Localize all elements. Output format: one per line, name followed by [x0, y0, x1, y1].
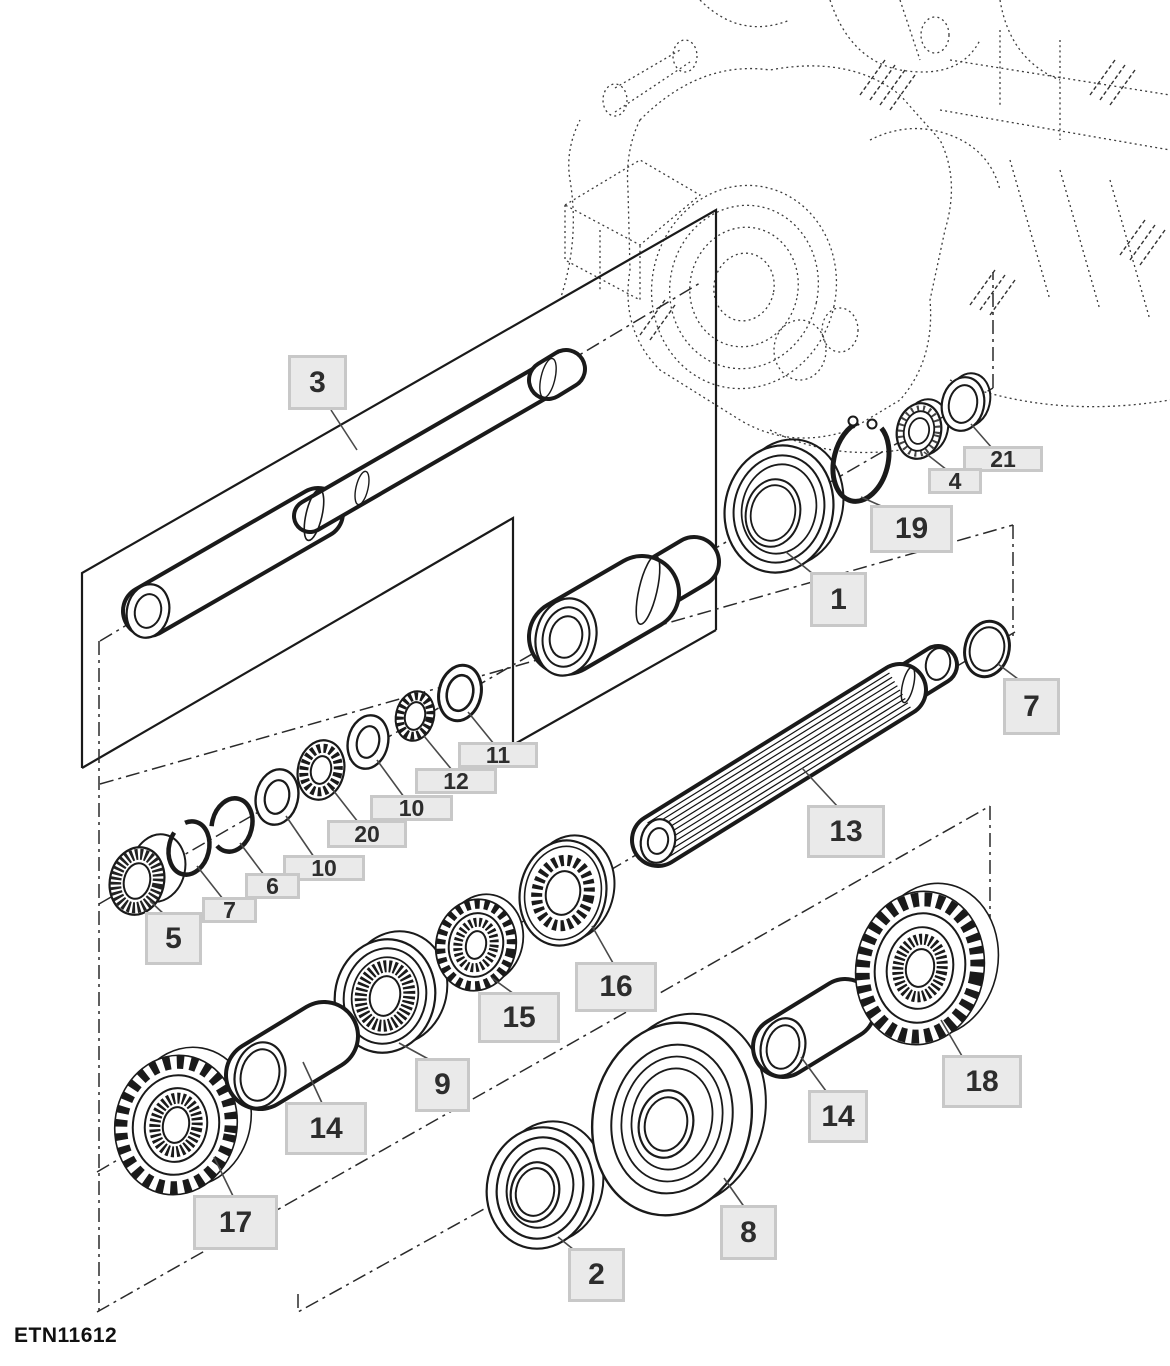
part-coupler-sleeve	[527, 535, 721, 677]
part-seal-ring-21	[940, 372, 992, 432]
housing-ghost	[559, 0, 1170, 454]
callout-10-lower[interactable]: 10	[283, 855, 365, 881]
part-bearing-cone-4	[895, 398, 950, 460]
part-lock-washer-12	[394, 690, 436, 742]
panel-sheets	[80, 208, 718, 769]
part-hub-9	[333, 930, 449, 1054]
part-shaft-3	[121, 348, 587, 639]
part-gear-17	[113, 1046, 253, 1196]
part-splined-disc-16	[518, 834, 616, 947]
part-gear-18	[854, 882, 1000, 1046]
callout-19[interactable]: 19	[870, 505, 953, 553]
callout-20[interactable]: 20	[327, 820, 407, 848]
callout-10-upper[interactable]: 10	[370, 795, 453, 821]
callout-7-right[interactable]: 7	[1003, 678, 1060, 735]
part-bearing-2	[485, 1120, 605, 1250]
part-thrust-bearing-20	[296, 739, 346, 801]
part-washer-10-upper	[346, 714, 390, 770]
callout-5[interactable]: 5	[145, 912, 202, 965]
callout-21[interactable]: 21	[963, 446, 1043, 472]
callout-16[interactable]: 16	[575, 962, 657, 1012]
callout-14-right[interactable]: 14	[808, 1090, 868, 1143]
callout-11[interactable]: 11	[458, 742, 538, 768]
callout-1[interactable]: 1	[810, 572, 867, 627]
callout-14-left[interactable]: 14	[285, 1102, 367, 1155]
callout-8[interactable]: 8	[720, 1205, 777, 1260]
callout-2[interactable]: 2	[568, 1248, 625, 1302]
callout-7-left[interactable]: 7	[202, 897, 257, 923]
part-grooved-ring-8	[590, 1012, 767, 1217]
part-washer-11	[437, 663, 483, 723]
callout-3[interactable]: 3	[288, 355, 347, 410]
part-snap-ring-19	[830, 415, 892, 504]
part-snap-ring-6	[209, 796, 255, 854]
part-needle-bearing-5	[108, 833, 187, 916]
housing-hatch	[639, 59, 1166, 341]
callout-18[interactable]: 18	[942, 1055, 1022, 1108]
part-bushing-14-left	[224, 1000, 360, 1111]
callout-12[interactable]: 12	[415, 768, 497, 794]
figure-code: ETN11612	[14, 1324, 118, 1347]
part-gear-hub-15	[434, 893, 525, 992]
callout-13[interactable]: 13	[807, 805, 885, 858]
part-oring-7-right	[963, 619, 1011, 679]
callout-6[interactable]: 6	[245, 873, 300, 899]
part-washer-10-lower	[254, 768, 300, 826]
part-round-ring-7-left	[166, 819, 212, 877]
part-splined-shaft-13	[630, 644, 959, 868]
callout-9[interactable]: 9	[415, 1058, 470, 1112]
part-bearing-1	[723, 438, 845, 574]
part-bushing-14-right	[751, 977, 877, 1079]
callout-17[interactable]: 17	[193, 1195, 278, 1250]
callout-15[interactable]: 15	[478, 992, 560, 1043]
callout-4[interactable]: 4	[928, 468, 982, 494]
